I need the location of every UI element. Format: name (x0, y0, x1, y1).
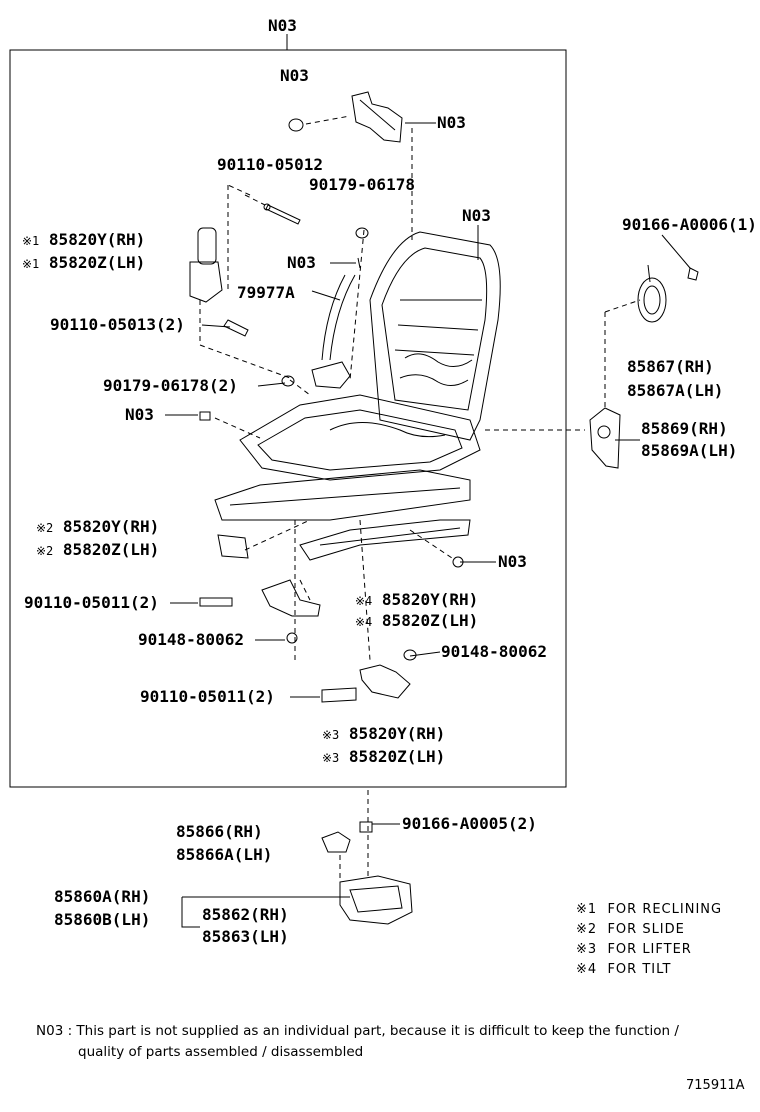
assembly-frame (9, 49, 567, 788)
label-90166-a0006: 90166-A0006(1) (622, 215, 757, 234)
legend-text: FOR RECLINING (607, 902, 723, 917)
label-85867a-lh: 85867A(LH) (627, 381, 724, 400)
label-lifter-motor-lh: ※3 85820Z(LH) (322, 747, 445, 768)
label-n03-seatback: N03 (462, 206, 491, 225)
legend-text: FOR SLIDE (607, 922, 685, 937)
label-85867-rh: 85867(RH) (627, 357, 714, 376)
mark-1: ※1 (22, 257, 40, 271)
label-reclining-motor-rh: ※1 85820Y(RH) (22, 230, 145, 251)
label-90110-05011-b: 90110-05011(2) (140, 687, 275, 706)
part-number: 85820Y(RH) (48, 230, 146, 249)
label-90148-80062-a: 90148-80062 (138, 630, 244, 649)
diagram-code: 715911A (686, 1078, 745, 1093)
footnote-line1: N03 : This part is not supplied as an in… (36, 1021, 679, 1041)
label-n03-left-bolt: N03 (125, 405, 154, 424)
legend-item-tilt: ※4 FOR TILT (576, 960, 671, 980)
part-number: 85820Y(RH) (62, 517, 160, 536)
label-85863-lh: 85863(LH) (202, 927, 289, 946)
label-reclining-motor-lh: ※1 85820Z(LH) (22, 253, 145, 274)
label-90110-05011-a: 90110-05011(2) (24, 593, 159, 612)
label-90148-80062-b: 90148-80062 (441, 642, 547, 661)
legend-mark: ※4 (576, 962, 598, 977)
label-85866a-lh: 85866A(LH) (176, 845, 273, 864)
label-90179-06178-2: 90179-06178(2) (103, 376, 238, 395)
label-90166-a0005: 90166-A0005(2) (402, 814, 537, 833)
legend-text: FOR TILT (607, 962, 672, 977)
label-assembly-title: N03 (268, 16, 297, 35)
label-slide-motor-rh: ※2 85820Y(RH) (36, 517, 159, 538)
label-85866-rh: 85866(RH) (176, 822, 263, 841)
mark-2: ※2 (36, 521, 54, 535)
legend-text: FOR LIFTER (607, 942, 692, 957)
legend-mark: ※1 (576, 902, 598, 917)
label-85869-rh: 85869(RH) (641, 419, 728, 438)
label-n03-bracket: N03 (437, 113, 466, 132)
label-n03-pin: N03 (287, 253, 316, 272)
label-90179-06178: 90179-06178 (309, 175, 415, 194)
label-slide-motor-lh: ※2 85820Z(LH) (36, 540, 159, 561)
part-number: 85820Z(LH) (48, 253, 146, 272)
label-n03-right-bolt: N03 (498, 552, 527, 571)
mark-1: ※1 (22, 234, 40, 248)
legend-item-lifter: ※3 FOR LIFTER (576, 940, 692, 960)
mark-3: ※3 (322, 728, 340, 742)
legend-mark: ※2 (576, 922, 598, 937)
mark-2: ※2 (36, 544, 54, 558)
label-90110-05012: 90110-05012 (217, 155, 323, 174)
mark-4: ※4 (355, 594, 373, 608)
part-number: 85820Y(RH) (381, 590, 479, 609)
part-number: 85820Z(LH) (62, 540, 160, 559)
label-85862-rh: 85862(RH) (202, 905, 289, 924)
part-number: 85820Y(RH) (348, 724, 446, 743)
legend-item-reclining: ※1 FOR RECLINING (576, 900, 722, 920)
footnote-text: : This part is not supplied as an indivi… (67, 1023, 679, 1039)
part-number: 85820Z(LH) (348, 747, 446, 766)
label-n03-top-nut: N03 (280, 66, 309, 85)
label-90110-05013: 90110-05013(2) (50, 315, 185, 334)
footnote-key: N03 (36, 1023, 64, 1039)
label-85860a-rh: 85860A(RH) (54, 887, 151, 906)
label-85869a-lh: 85869A(LH) (641, 441, 738, 460)
label-tilt-motor-rh: ※4 85820Y(RH) (355, 590, 478, 611)
label-79977a: 79977A (237, 283, 295, 302)
mark-3: ※3 (322, 751, 340, 765)
label-85860b-lh: 85860B(LH) (54, 910, 151, 929)
mark-4: ※4 (355, 615, 373, 629)
label-lifter-motor-rh: ※3 85820Y(RH) (322, 724, 445, 745)
label-tilt-motor-lh: ※4 85820Z(LH) (355, 611, 478, 632)
footnote-line2: quality of parts assembled / disassemble… (78, 1044, 364, 1060)
legend-mark: ※3 (576, 942, 598, 957)
legend-item-slide: ※2 FOR SLIDE (576, 920, 685, 940)
part-number: 85820Z(LH) (381, 611, 479, 630)
